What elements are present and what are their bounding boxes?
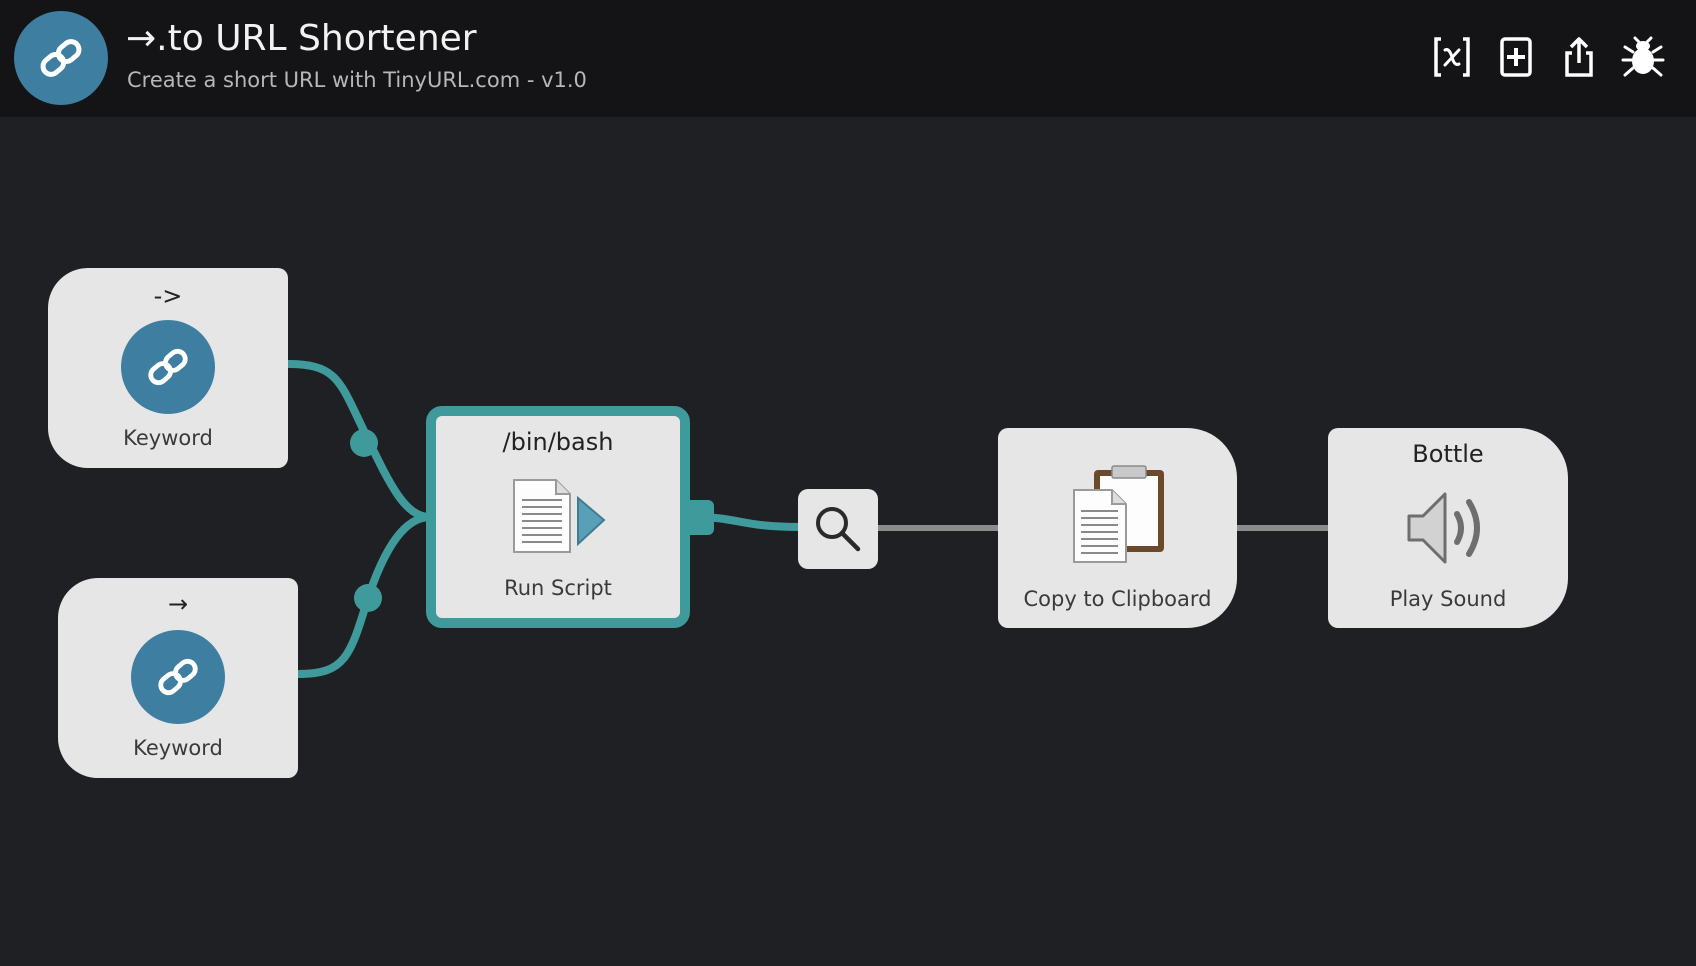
keyword-node[interactable]: → Keyword [58, 578, 298, 778]
play-sound-node[interactable]: Bottle Play Sound [1328, 428, 1568, 628]
variables-icon [1434, 37, 1470, 77]
connection-dot[interactable] [354, 584, 382, 612]
node-type-label: Keyword [133, 736, 223, 760]
keyword-text: -> [153, 282, 183, 310]
node-type-label: Copy to Clipboard [1023, 587, 1212, 611]
run-script-node[interactable]: /bin/bash Run Script [426, 406, 690, 628]
keyword-text: → [167, 590, 189, 618]
workflow-canvas[interactable]: -> Keyword → [0, 117, 1696, 966]
connection-dot[interactable] [350, 429, 378, 457]
filter-utility-node[interactable] [798, 489, 878, 569]
link-icon [148, 348, 188, 386]
workflow-title: →.to URL Shortener [126, 18, 477, 59]
link-icon [158, 658, 198, 696]
script-document-icon [513, 479, 606, 553]
debug-bug-icon [1621, 36, 1665, 77]
sound-name: Bottle [1412, 440, 1484, 468]
connection-wires [287, 360, 1330, 678]
copy-to-clipboard-node[interactable]: Copy to Clipboard [998, 428, 1237, 628]
workflow-icon[interactable] [14, 11, 108, 105]
keyword-link-badge [131, 630, 225, 724]
clipboard-icon [1072, 465, 1164, 563]
output-handle[interactable] [684, 500, 714, 535]
add-object-icon [1500, 37, 1532, 77]
variables-button[interactable] [1429, 34, 1475, 80]
script-language: /bin/bash [502, 428, 614, 456]
keyword-link-badge [121, 320, 215, 414]
magnifier-icon [816, 507, 861, 552]
workflow-header: →.to URL Shortener Create a short URL wi… [0, 0, 1696, 117]
share-icon [1565, 37, 1593, 77]
speaker-icon [1407, 492, 1480, 564]
share-button[interactable] [1556, 34, 1602, 80]
node-type-label: Run Script [504, 576, 612, 600]
add-object-button[interactable] [1493, 34, 1539, 80]
node-type-label: Play Sound [1389, 587, 1507, 611]
keyword-node[interactable]: -> Keyword [48, 268, 288, 468]
workflow-subtitle: Create a short URL with TinyURL.com - v1… [127, 68, 587, 92]
node-type-label: Keyword [123, 426, 213, 450]
debug-button[interactable] [1620, 34, 1666, 80]
link-icon [40, 39, 82, 77]
